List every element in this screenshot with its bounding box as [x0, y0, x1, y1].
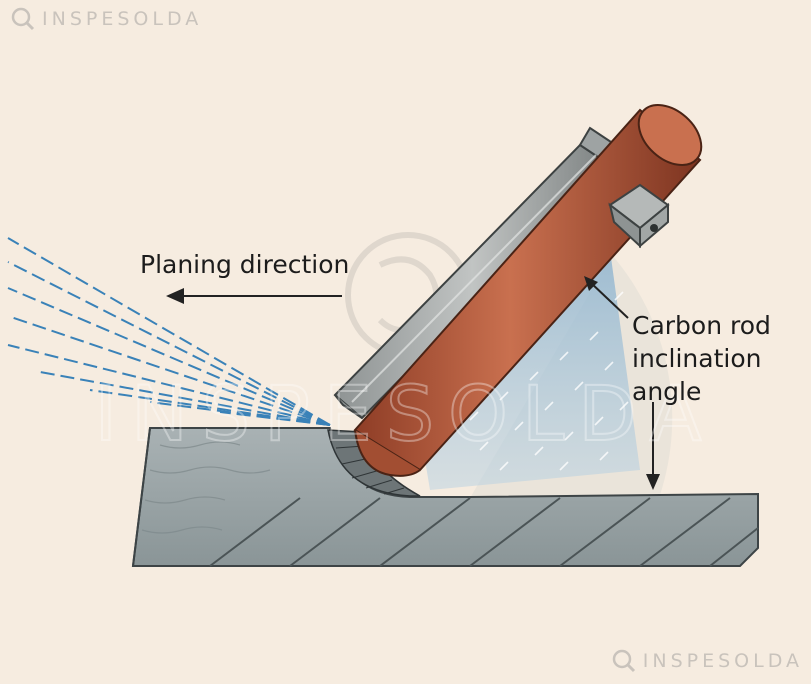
angle-arc-arrow [646, 402, 660, 490]
brand-name-bottom: INSPESOLDA [642, 650, 803, 672]
rod-clamp [608, 183, 670, 249]
plate-front-face [132, 427, 151, 567]
plate-hatching [209, 497, 759, 567]
inclination-angle-line-3: angle [632, 377, 702, 406]
brand-watermark-bottom: INSPESOLDA [611, 648, 803, 674]
inspesolda-logo-icon [11, 7, 35, 31]
plate-texture [141, 441, 271, 534]
brand-watermark-top: INSPESOLDA [10, 6, 202, 32]
brand-name-top: INSPESOLDA [42, 8, 203, 30]
inspesolda-logo-icon [612, 649, 635, 673]
planing-direction-label: Planing direction [140, 250, 350, 279]
spark-spray [420, 250, 640, 490]
carbon-rod [353, 104, 703, 477]
inclination-angle-line-2: inclination [632, 344, 762, 373]
angle-leader-arrow [584, 276, 629, 319]
spark-streaks [469, 291, 629, 471]
air-jet-lines [7, 237, 331, 426]
center-watermark-text: INSPESOLDA [95, 369, 716, 458]
inclination-angle-label: Carbon rod inclination angle [632, 309, 771, 408]
inclination-angle-line-1: Carbon rod [632, 311, 771, 340]
planing-direction-arrow [166, 288, 342, 304]
